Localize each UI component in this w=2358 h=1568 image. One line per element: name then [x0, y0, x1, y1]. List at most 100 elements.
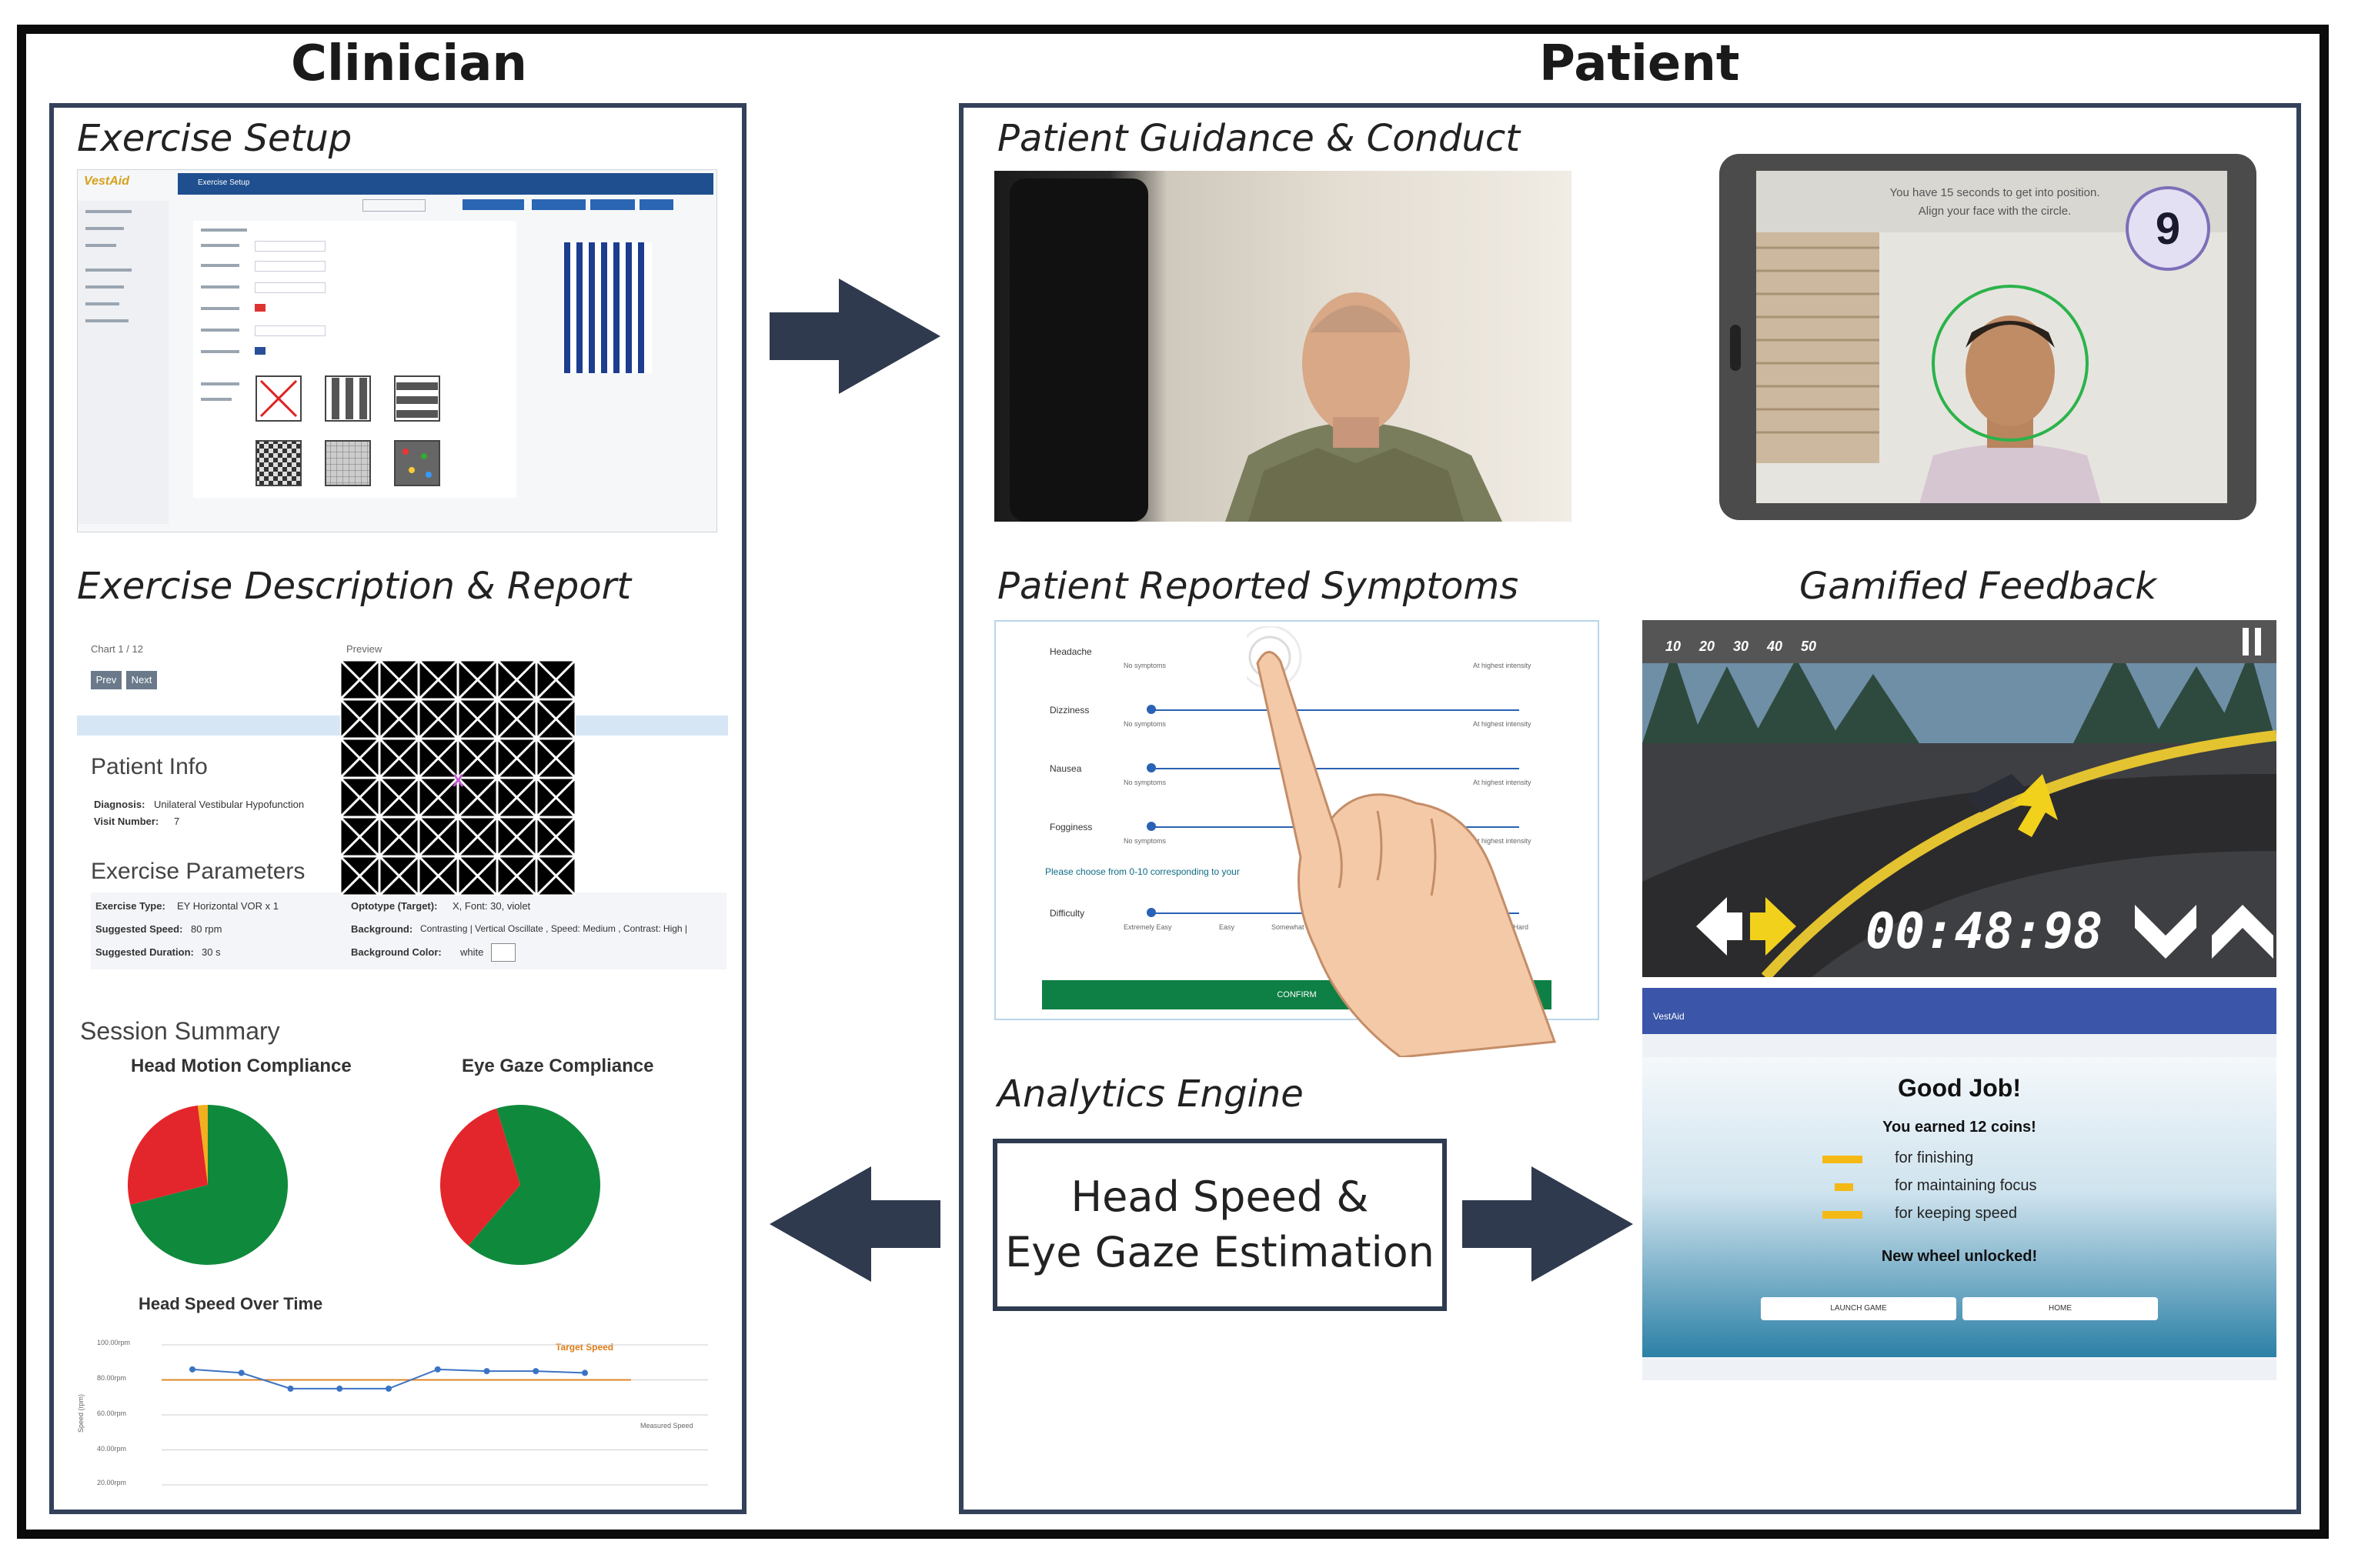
- slider-thumb[interactable]: [1147, 763, 1156, 772]
- engine-line-2: Eye Gaze Estimation: [1005, 1228, 1435, 1276]
- coin-bar: [1835, 1183, 1853, 1191]
- symptom-low: No symptoms: [1124, 662, 1167, 669]
- toolbar-button[interactable]: [590, 199, 635, 210]
- setup-form: [193, 221, 516, 498]
- next-button[interactable]: Next: [126, 671, 157, 689]
- param-label: Suggested Speed:: [95, 923, 183, 935]
- coins-earned-text: You earned 12 coins!: [1882, 1119, 2036, 1136]
- tablet-user-face: [1919, 285, 2101, 503]
- right-arrow-icon: [770, 279, 940, 394]
- launch-game-button[interactable]: LAUNCH GAME: [1761, 1297, 1956, 1320]
- optotype-preview-pattern: X: [340, 660, 576, 896]
- reward-item: for finishing: [1895, 1149, 1974, 1166]
- dots-thumbnail[interactable]: [393, 439, 443, 489]
- symptom-slider[interactable]: [1150, 709, 1519, 711]
- exercise-setup-screenshot: VestAid Exercise Setup: [77, 169, 717, 532]
- app-tab-label: Exercise Setup: [198, 178, 250, 187]
- head-speed-title: Head Speed Over Time: [139, 1294, 323, 1313]
- ytick-label: 40.00rpm: [97, 1445, 127, 1453]
- pie-slice: [468, 1105, 600, 1265]
- symptom-low: No symptoms: [1124, 779, 1167, 786]
- x-pattern-thumbnail[interactable]: [255, 375, 304, 424]
- gamified-feedback-title: Gamified Feedback: [1799, 565, 2157, 608]
- measured-speed-point: [483, 1368, 490, 1375]
- home-button[interactable]: HOME: [1962, 1297, 2158, 1320]
- left-arrow-icon: [770, 1166, 940, 1282]
- symptom-name: Fogginess: [1050, 822, 1093, 832]
- preview-label: Preview: [346, 643, 382, 655]
- tablet-device: You have 15 seconds to get into position…: [1719, 154, 2256, 520]
- analytics-engine-box: Head Speed & Eye Gaze Estimation: [993, 1139, 1447, 1311]
- svg-text:50: 50: [1801, 639, 1816, 654]
- pie-slice: [197, 1105, 208, 1185]
- param-value: X, Font: 30, violet: [453, 900, 531, 912]
- slider-thumb[interactable]: [1147, 822, 1156, 831]
- wheel-unlocked-text: New wheel unlocked!: [1881, 1248, 2038, 1265]
- prev-button[interactable]: Prev: [91, 671, 122, 689]
- slider-thumb[interactable]: [1147, 908, 1156, 917]
- symptom-high: At highest intensity: [1473, 837, 1531, 845]
- diagnosis-value: Unilateral Vestibular Hypofunction: [154, 799, 305, 810]
- analytics-engine-title: Analytics Engine: [997, 1073, 1304, 1116]
- toolbar-button[interactable]: [640, 199, 673, 210]
- grid-thumbnail[interactable]: [324, 439, 373, 489]
- diagnosis-label: Diagnosis:: [94, 799, 145, 810]
- app-top-bar: Exercise Setup: [178, 173, 713, 195]
- param-label: Optotype (Target):: [351, 900, 438, 912]
- session-summary-title: Session Summary: [80, 1017, 280, 1045]
- toolbar-field[interactable]: [362, 199, 426, 212]
- pie-slice: [127, 1105, 208, 1205]
- svg-text:10: 10: [1665, 639, 1681, 654]
- head-motion-title: Head Motion Compliance: [131, 1056, 352, 1076]
- symptom-slider[interactable]: [1150, 768, 1519, 769]
- svg-text:20: 20: [1698, 639, 1715, 654]
- param-value: EY Horizontal VOR x 1: [177, 900, 279, 912]
- param-value: 80 rpm: [191, 923, 222, 935]
- measured-speed-point: [189, 1366, 195, 1373]
- engine-line-1: Head Speed &: [1070, 1173, 1369, 1221]
- symptom-name: Nausea: [1050, 763, 1082, 774]
- checker-thumbnail[interactable]: [255, 439, 304, 489]
- symptom-high: At highest intensity: [1473, 779, 1531, 786]
- difficulty-tick: Extremely Easy: [1124, 923, 1172, 931]
- symptom-name: Dizziness: [1050, 705, 1090, 716]
- param-label: Exercise Type:: [95, 900, 165, 912]
- svg-text:40: 40: [1766, 639, 1782, 654]
- instruction-text: Please choose from 0-10 corresponding to…: [1045, 866, 1240, 877]
- chart-counter: Chart 1 / 12: [91, 643, 143, 655]
- game-timer: 00:48:98: [1865, 903, 2103, 960]
- param-value: Contrasting | Vertical Oscillate , Speed…: [420, 923, 688, 934]
- pie-slice: [130, 1105, 288, 1265]
- param-label: Background Color:: [351, 946, 442, 958]
- exercise-parameters-heading: Exercise Parameters: [91, 859, 306, 884]
- measured-speed-point: [582, 1369, 588, 1376]
- reward-screen: VestAid Good Job! You earned 12 coins! f…: [1642, 988, 2276, 1380]
- coin-bar: [1822, 1156, 1862, 1163]
- ytick-label: 60.00rpm: [97, 1410, 127, 1417]
- vertical-stripes-thumbnail[interactable]: [324, 375, 373, 424]
- svg-text:X: X: [453, 771, 464, 790]
- symptom-high: At highest intensity: [1473, 662, 1531, 669]
- outer-frame: [17, 25, 2329, 1539]
- tablet-instruction-1: You have 15 seconds to get into position…: [1889, 186, 2100, 199]
- horizontal-stripes-thumbnail[interactable]: [393, 375, 443, 424]
- exercise-setup-title: Exercise Setup: [77, 117, 352, 160]
- coin-bar: [1822, 1211, 1862, 1219]
- eye-gaze-title: Eye Gaze Compliance: [462, 1056, 654, 1076]
- background-color-swatch: [491, 943, 516, 962]
- param-value: white: [460, 946, 484, 958]
- ytick-label: 80.00rpm: [97, 1374, 127, 1382]
- difficulty-label: Difficulty: [1050, 908, 1085, 919]
- toolbar-button[interactable]: [532, 199, 586, 210]
- svg-text:30: 30: [1733, 639, 1748, 654]
- reward-app-title: VestAid: [1653, 1011, 1685, 1022]
- slider-thumb[interactable]: [1147, 705, 1156, 714]
- countdown-badge: 9: [2126, 186, 2210, 271]
- patient-info-heading: Patient Info: [91, 754, 208, 779]
- ytick-label: 20.00rpm: [97, 1479, 127, 1486]
- patient-guidance-title: Patient Guidance & Conduct: [997, 117, 1521, 160]
- toolbar-button[interactable]: [463, 199, 524, 210]
- measured-speed-point: [238, 1369, 245, 1376]
- head-motion-pie: [127, 1105, 288, 1265]
- window-blinds: [1756, 232, 1879, 463]
